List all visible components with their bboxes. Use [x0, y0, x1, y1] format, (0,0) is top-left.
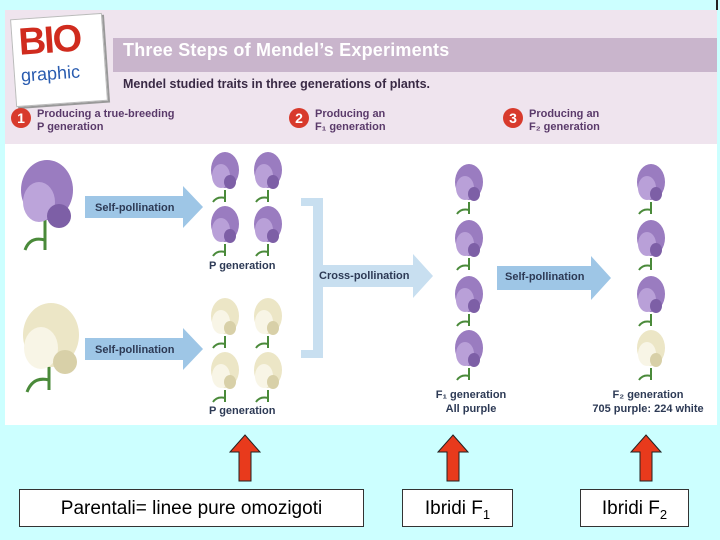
parental-box: Parentali= linee pure omozigoti: [19, 489, 364, 527]
cross-pollination-bracket: [301, 198, 433, 358]
self-pollination-label-1: Self-pollination: [95, 202, 175, 214]
p-generation-purple-flowers: [210, 151, 283, 257]
p-generation-label-2: P generation: [209, 405, 276, 417]
p-generation-white-flowers: [210, 297, 283, 403]
step-number: 1: [11, 108, 31, 128]
corner-mark: [716, 0, 718, 10]
self-pollination-arrow-3: [497, 256, 611, 300]
self-pollination-label-2: Self-pollination: [95, 344, 175, 356]
red-up-arrow-f1: [437, 434, 469, 482]
title-bar: [113, 38, 717, 72]
white-parent-flower: [23, 303, 79, 393]
f1-generation-flowers: [454, 163, 484, 381]
f2-generation-flowers: [636, 163, 666, 381]
f1-hybrid-box: Ibridi F1: [402, 489, 513, 527]
self-pollination-arrow-2: [85, 328, 203, 370]
purple-parent-flower: [21, 160, 73, 251]
diagram-graphics: [21, 151, 666, 403]
f2-hybrid-box: Ibridi F2: [580, 489, 689, 527]
self-pollination-arrow-1: [85, 186, 203, 228]
cross-pollination-label: Cross-pollination: [319, 270, 410, 282]
self-pollination-label-3: Self-pollination: [505, 271, 585, 283]
red-up-arrow-parental: [229, 434, 261, 482]
step-number: 3: [503, 108, 523, 128]
mendel-figure: Three Steps of Mendel’s Experiments Mend…: [5, 10, 717, 425]
header-band: [5, 10, 717, 144]
p-generation-label-1: P generation: [209, 260, 276, 272]
figure-title: Three Steps of Mendel’s Experiments: [123, 40, 450, 60]
figure-subtitle: Mendel studied traits in three generatio…: [123, 77, 430, 91]
red-up-arrow-f2: [630, 434, 662, 482]
step-number: 2: [289, 108, 309, 128]
